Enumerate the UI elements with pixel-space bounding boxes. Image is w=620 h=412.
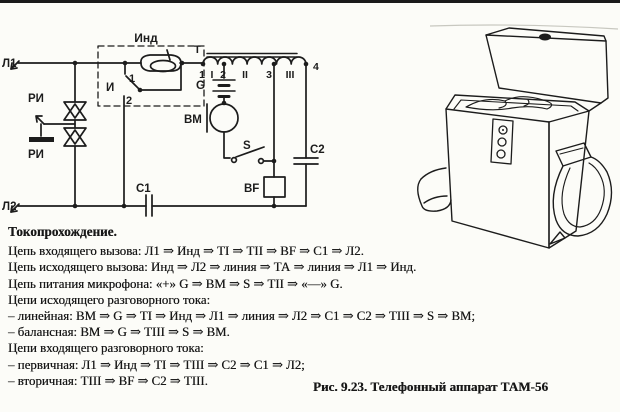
junction-dots bbox=[72, 60, 309, 209]
inductor-dashed-box bbox=[97, 45, 205, 107]
path-line-outgoing-call: Цепь исходящего вызова: Инд ⇒ Л2 ⇒ линия… bbox=[8, 260, 417, 275]
path-line-incoming-speech-header: Цепи входящего разговорного тока: bbox=[8, 341, 204, 356]
talk-switch-s-symbol bbox=[230, 146, 275, 165]
label-battery-g: G bbox=[196, 80, 205, 92]
transformer-symbol bbox=[202, 52, 307, 65]
label-winding-i: I bbox=[211, 69, 214, 81]
hook-switch bbox=[123, 62, 182, 207]
label-receiver-bf: BF bbox=[244, 183, 259, 195]
label-capacitor-c1: С1 bbox=[136, 183, 151, 195]
path-line-primary: – первичная: Л1 ⇒ Инд ⇒ ТI ⇒ ТIII ⇒ С2 ⇒… bbox=[8, 357, 305, 372]
label-contact-1: 1 bbox=[129, 73, 135, 85]
capacitor-c2-symbol bbox=[293, 63, 319, 207]
label-tap-3: 3 bbox=[266, 69, 272, 81]
box-rim bbox=[445, 94, 602, 123]
label-tap-4: 4 bbox=[313, 61, 319, 73]
page-fold-line bbox=[429, 24, 619, 30]
label-capacitor-c2: С2 bbox=[310, 144, 325, 156]
label-transformer-t: Т bbox=[194, 44, 201, 56]
handset-sketch bbox=[465, 96, 553, 111]
label-ri-bottom: РИ bbox=[28, 149, 44, 161]
microphone-bm-symbol bbox=[206, 103, 239, 159]
label-switch-s: S bbox=[243, 140, 251, 152]
terminal-l1-arrow bbox=[10, 60, 20, 70]
ground-tap bbox=[29, 115, 76, 142]
label-l1: Л1 bbox=[2, 58, 17, 70]
path-line-secondary: – вторичная: ТIII ⇒ BF ⇒ С2 ⇒ ТIII. bbox=[8, 373, 208, 388]
capacitor-c1-symbol bbox=[145, 194, 153, 217]
figure-caption: Рис. 9.23. Телефонный аппарат ТАМ-56 bbox=[313, 379, 549, 394]
label-winding-iii: III bbox=[286, 69, 295, 81]
path-line-outgoing-speech-header: Цепи исходящего разговорного тока: bbox=[8, 292, 211, 307]
magneto-generator-symbol bbox=[140, 49, 182, 73]
circuit-diagram bbox=[10, 45, 319, 217]
label-ri-top: РИ bbox=[28, 93, 44, 105]
label-contact-2: 2 bbox=[126, 95, 132, 107]
arrester-ri-top-symbol bbox=[63, 101, 87, 121]
label-tap-2: 2 bbox=[220, 69, 226, 81]
lid-latch bbox=[539, 33, 551, 41]
path-line-balance: – балансная: ВМ ⇒ G ⇒ ТIII ⇒ S ⇒ ВМ. bbox=[8, 325, 230, 340]
battery-g-symbol bbox=[212, 63, 236, 105]
label-ind: Инд bbox=[134, 31, 158, 45]
text-heading: Токопрохождение. bbox=[8, 224, 117, 239]
terminal-l2-arrow bbox=[10, 203, 20, 213]
current-path-text-block: Токопрохождение. Цепь входящего вызова: … bbox=[8, 224, 612, 389]
label-tap-1: 1 bbox=[199, 69, 205, 81]
path-line-linear: – линейная: ВМ ⇒ G ⇒ ТI ⇒ Инд ⇒ Л1 ⇒ лин… bbox=[8, 308, 475, 323]
label-l2: Л2 bbox=[2, 201, 16, 213]
path-line-mic-supply: Цепь питания микрофона: «+» G ⇒ ВМ ⇒ S ⇒… bbox=[8, 276, 343, 291]
ground-symbol bbox=[29, 137, 54, 142]
scan-top-border bbox=[0, 0, 620, 3]
right-strap-crank bbox=[549, 142, 613, 245]
transformer-winding bbox=[202, 56, 307, 65]
receiver-bf-symbol bbox=[263, 63, 286, 207]
arrester-ri-bottom-symbol bbox=[63, 127, 87, 147]
left-strap bbox=[417, 167, 452, 212]
label-microphone-bm: ВМ bbox=[184, 114, 202, 126]
front-panel bbox=[490, 118, 514, 165]
telephone-box-sketch bbox=[417, 27, 613, 249]
path-line-incoming-call: Цепь входящего вызова: Л1 ⇒ Инд ⇒ ТI ⇒ Т… bbox=[8, 244, 364, 259]
label-winding-ii: II bbox=[242, 69, 248, 81]
label-i-switch: И bbox=[106, 82, 114, 94]
box-lid bbox=[485, 27, 609, 104]
